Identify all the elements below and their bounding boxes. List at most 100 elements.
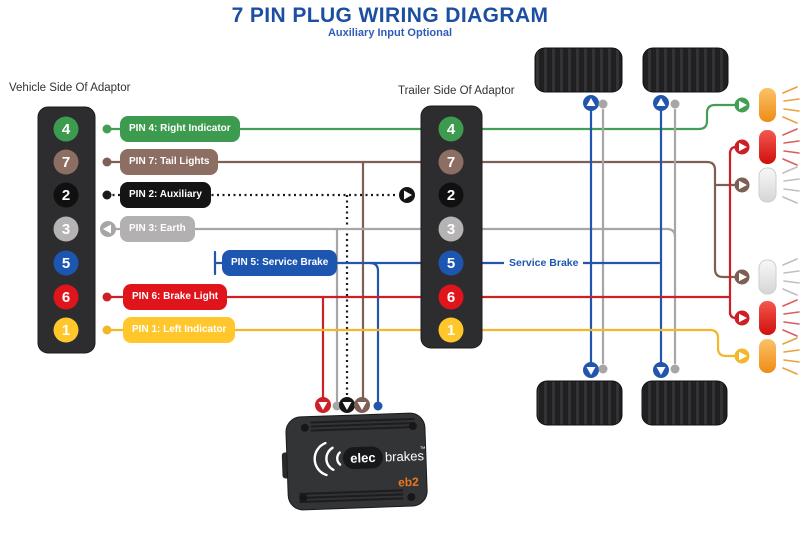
trademark-symbol: ™ [420, 446, 426, 453]
arrow-right-icon [739, 313, 747, 323]
screw-icon [299, 493, 308, 502]
dot-left-indicator [102, 325, 112, 335]
dot-brake-light [102, 292, 112, 302]
service-brake-annotation: Service Brake [504, 256, 584, 270]
arrow-right-icon [739, 351, 747, 361]
vehicle-side-label: Vehicle Side Of Adaptor [9, 82, 131, 94]
vehicle-pin-7 [53, 149, 79, 175]
pin1-label: PIN 1: Left Indicator [123, 317, 236, 343]
right-indicator-light [759, 88, 776, 122]
wave-icon [325, 446, 335, 471]
trailer-pin-7-number: 7 [447, 154, 455, 171]
logo-brakes-text: brakes [385, 448, 425, 464]
left-indicator-light [759, 339, 776, 373]
trailer-pin-4 [438, 116, 464, 142]
trailer-wheels [534, 47, 729, 426]
trailer-pin-1 [438, 317, 464, 343]
trailer-pin-5-number: 5 [447, 255, 455, 272]
vehicle-pin-1 [53, 317, 79, 343]
page-subtitle: Auxiliary Input Optional [327, 27, 453, 39]
arrow-right-icon [739, 142, 747, 152]
elecbrakes-logo: elec brakes ™ [313, 441, 426, 477]
arrow-right-icon [739, 180, 747, 190]
auxiliary-arrow [399, 187, 415, 203]
arrow-down-icon [318, 402, 328, 410]
screw-icon [407, 493, 416, 502]
arrow-left-icon [103, 224, 111, 234]
earth-dot-front-left [598, 99, 608, 109]
pin3-label: PIN 3: Earth [120, 216, 195, 242]
arrow-right-icon [404, 190, 412, 200]
pin4-label: PIN 4: Right Indicator [120, 116, 240, 142]
arrow-down-icon [656, 367, 666, 375]
earth-dot-rear-left [598, 364, 608, 374]
trailer-pin-1-number: 1 [447, 322, 455, 339]
brake-light-top [759, 130, 776, 164]
trailer-pin-5 [438, 250, 464, 276]
light-rays [782, 258, 800, 296]
wire-left-indicator [105, 328, 737, 358]
brake-light-bottom [759, 301, 776, 335]
pin2-label: PIN 2: Auxiliary [120, 182, 211, 208]
wire-right-indicator [105, 103, 736, 131]
arrow-right-icon [739, 272, 747, 282]
trailer-pin-2-number: 2 [447, 187, 455, 204]
earth-dot-front-right [670, 99, 680, 109]
tail-light-bottom [758, 259, 777, 295]
vehicle-pin-1-number: 1 [62, 322, 70, 339]
arrow-down-icon [586, 367, 596, 375]
tire-front-left [534, 47, 623, 93]
wheel-terminals [583, 95, 680, 378]
vehicle-pin-5-number: 5 [62, 255, 70, 272]
wire-service-brake-to-controller [368, 261, 380, 403]
vehicle-connector: 4 7 2 3 5 6 1 [37, 106, 96, 354]
earth-dot-rear-right [670, 364, 680, 374]
trailer-pin-6 [438, 284, 464, 310]
logo-pill [342, 446, 383, 470]
light-rays [782, 166, 800, 204]
vehicle-pin-2 [53, 182, 79, 208]
vehicle-pin-3-number: 3 [62, 221, 70, 238]
light-rays [782, 128, 800, 166]
trailer-connector: 4 7 2 3 5 6 1 [420, 105, 483, 349]
vehicle-pin-7-number: 7 [62, 154, 70, 171]
logo-elec-text: elec [350, 450, 376, 466]
arrow-down-icon [342, 402, 352, 410]
vehicle-pin-6 [53, 284, 79, 310]
dot-tail-lights [102, 157, 112, 167]
light-rays [782, 337, 800, 375]
pin7-label: PIN 7: Tail Lights [120, 149, 219, 175]
vehicle-pin-2-number: 2 [62, 187, 70, 204]
trailer-pin-3-number: 3 [447, 221, 455, 238]
pin5-label: PIN 5: Service Brake [222, 250, 338, 276]
arrow-right-icon [739, 100, 747, 110]
trailer-pin-4-number: 4 [447, 121, 456, 138]
wire-tail-lights [105, 160, 736, 279]
rear-lights [734, 86, 800, 375]
screw-icon [300, 423, 309, 432]
page-title: 7 PIN PLUG WIRING DIAGRAM [231, 4, 549, 27]
tail-light-top [758, 167, 777, 203]
controller-model-text: eb2 [398, 475, 419, 490]
trailer-pin-6-number: 6 [447, 289, 455, 306]
tire-rear-left [536, 380, 623, 426]
trailer-side-label: Trailer Side Of Adaptor [398, 85, 515, 97]
controller-top-vents [310, 417, 415, 432]
trailer-pin-7 [438, 149, 464, 175]
vehicle-wire-dots [102, 124, 112, 335]
earth-arrow [100, 221, 116, 237]
light-rays [782, 299, 800, 337]
tire-front-right [642, 47, 729, 93]
wave-icon [336, 451, 342, 466]
arrow-up-icon [586, 98, 596, 106]
vehicle-pin-4-number: 4 [62, 121, 71, 138]
trailer-pin-3 [438, 216, 464, 242]
dot-auxiliary [102, 190, 112, 200]
tire-rear-right [641, 380, 728, 426]
wave-icon [313, 441, 328, 477]
vehicle-pin-3 [53, 216, 79, 242]
controller-bottom-vents [299, 489, 404, 504]
dot-right-indicator [102, 124, 112, 134]
trailer-pin-2 [438, 182, 464, 208]
